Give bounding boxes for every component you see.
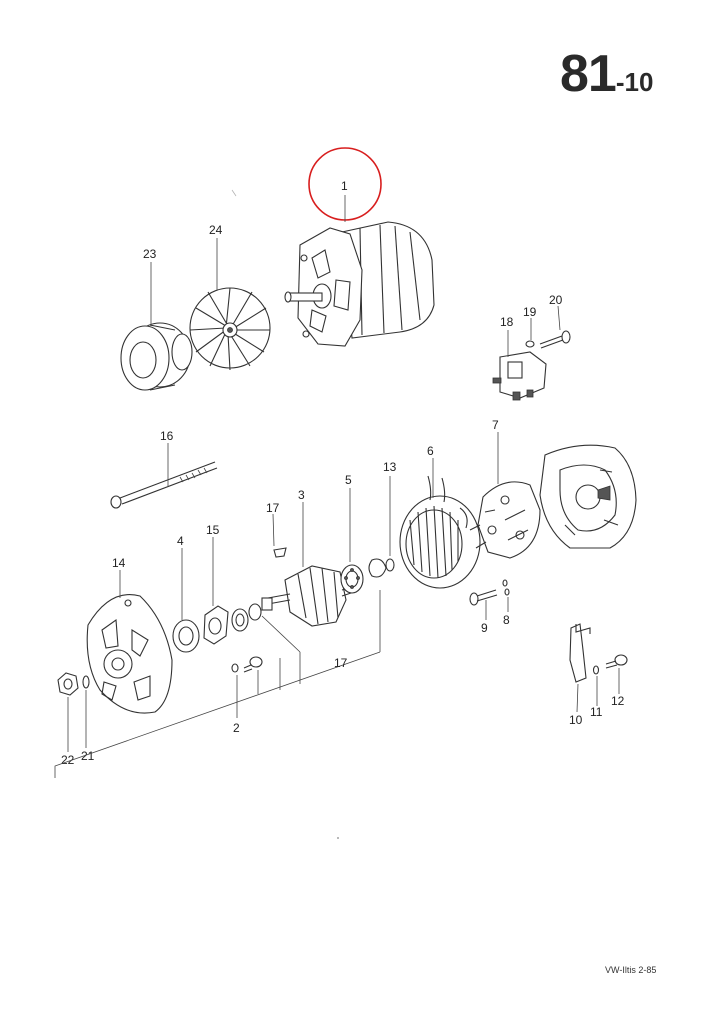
callout-5: 5 — [345, 473, 352, 487]
callout-16: 16 — [160, 429, 174, 443]
part-6-stator — [399, 475, 481, 589]
callout-2: 2 — [233, 721, 240, 735]
callout-13: 13 — [383, 460, 397, 474]
part-16-through-bolt — [110, 461, 218, 509]
part-20-screw — [539, 330, 571, 349]
part-24-fan — [189, 287, 271, 371]
rear-housing — [539, 444, 637, 549]
part-1-alternator — [284, 221, 435, 347]
callout-1: 1 — [341, 179, 348, 193]
callout-17b: 17 — [334, 656, 348, 670]
footer-code: VW-Iltis 2-85 — [605, 965, 657, 975]
part-8-washer — [502, 579, 510, 596]
callout-4: 4 — [177, 534, 184, 548]
page-number: 81-10 — [560, 48, 653, 100]
callout-24: 24 — [209, 223, 223, 237]
part-13-ring — [368, 558, 395, 578]
callout-10: 10 — [569, 713, 583, 727]
shaft-spacers — [231, 603, 262, 632]
callout-17a: 17 — [266, 501, 280, 515]
part-21-washer — [82, 675, 90, 689]
callout-21: 21 — [81, 749, 95, 763]
callout-11: 11 — [590, 705, 603, 719]
callout-20: 20 — [549, 293, 563, 307]
part-14-front-housing — [86, 594, 173, 714]
part-3-rotor — [261, 565, 355, 627]
part-9-screw — [469, 589, 498, 606]
page-number-main: 81 — [560, 45, 617, 103]
part-19-washer — [525, 340, 535, 348]
part-10-capacitor — [569, 623, 591, 683]
page-number-suffix: -10 — [615, 67, 654, 97]
part-12-screw — [605, 654, 628, 669]
callout-14: 14 — [112, 556, 126, 570]
group-bracket — [54, 590, 381, 778]
part-11-washer — [592, 665, 600, 675]
callout-23: 23 — [143, 247, 157, 261]
callout-12: 12 — [611, 694, 625, 708]
callout-7: 7 — [492, 418, 499, 432]
callout-15: 15 — [206, 523, 220, 537]
part-17-key — [273, 547, 287, 558]
part-7-rectifier — [469, 481, 541, 559]
part-18-regulator — [492, 351, 547, 401]
part-2-bolt — [231, 656, 263, 673]
part-23-pulley — [120, 322, 193, 391]
callout-19: 19 — [523, 305, 537, 319]
callout-18: 18 — [500, 315, 514, 329]
part-4-bearing — [172, 619, 200, 653]
callout-6: 6 — [427, 444, 434, 458]
callout-9: 9 — [481, 621, 488, 635]
callout-22: 22 — [61, 753, 75, 767]
callout-8: 8 — [503, 613, 510, 627]
callout-3: 3 — [298, 488, 305, 502]
part-22-nut — [57, 672, 79, 696]
part-5-bearing — [340, 564, 364, 594]
part-15-retainer — [203, 605, 229, 645]
